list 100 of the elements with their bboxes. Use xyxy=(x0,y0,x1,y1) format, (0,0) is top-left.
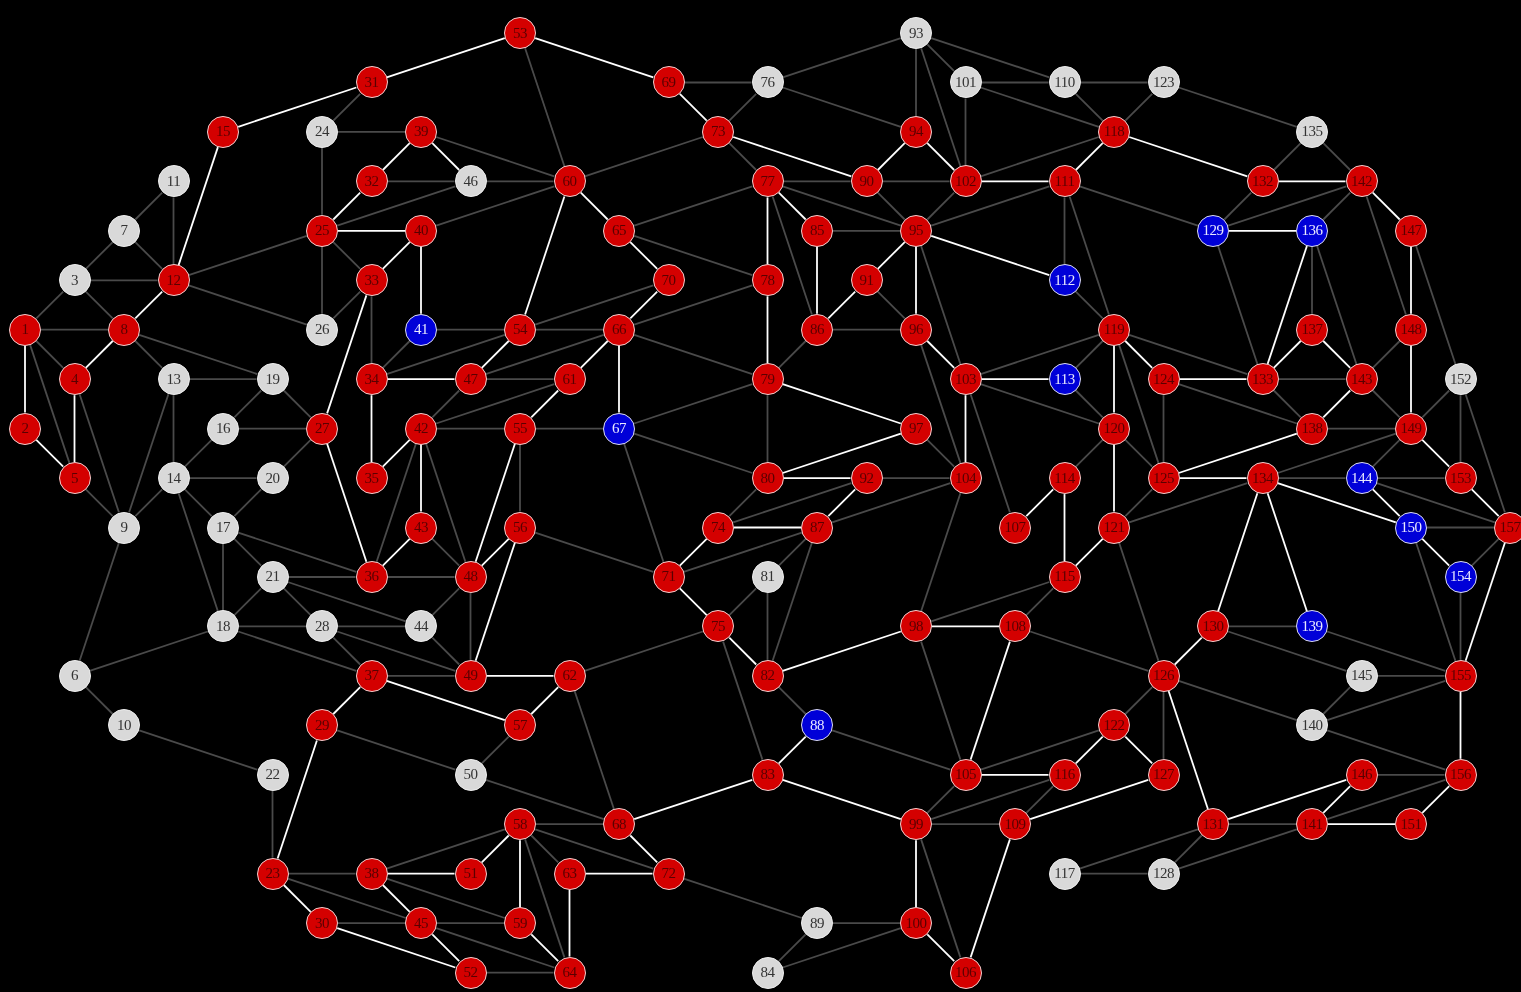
connector-line xyxy=(920,838,962,959)
connector-line xyxy=(633,333,754,375)
connector-line xyxy=(385,828,506,870)
graph-node: 37 xyxy=(355,659,388,692)
connector-line xyxy=(524,47,566,168)
graph-node: 122 xyxy=(1098,709,1130,742)
connector-line xyxy=(1124,439,1154,468)
connector-line xyxy=(969,640,1011,761)
graph-node: 31 xyxy=(355,66,388,99)
connector-line xyxy=(381,537,411,567)
connector-line xyxy=(1326,729,1447,771)
connector-line xyxy=(480,834,510,864)
connector-line xyxy=(1124,92,1154,122)
graph-node: 11 xyxy=(157,165,190,198)
connector-line xyxy=(233,537,263,567)
connector-line xyxy=(1266,245,1308,365)
graph-node: 50 xyxy=(454,758,487,791)
connector-line xyxy=(381,439,411,468)
connector-line xyxy=(286,877,407,919)
connector-line xyxy=(187,235,308,277)
connector-line xyxy=(425,442,467,563)
graph-node: 130 xyxy=(1197,610,1229,643)
graph-node: 54 xyxy=(504,313,536,346)
graph-node: 47 xyxy=(454,363,487,396)
connector-line xyxy=(431,537,461,567)
connector-line xyxy=(1124,340,1154,369)
connector-line xyxy=(177,146,219,266)
connector-line xyxy=(431,933,461,963)
connector-line xyxy=(1177,680,1298,722)
connector-line xyxy=(930,778,1051,820)
graph-node: 4 xyxy=(58,363,91,396)
connector-line xyxy=(238,625,307,628)
connector-line xyxy=(1227,778,1348,820)
connector-line xyxy=(1063,196,1066,266)
graph-node: 92 xyxy=(850,462,883,495)
connector-line xyxy=(134,241,164,270)
graph-node: 109 xyxy=(999,808,1031,841)
connector-line xyxy=(386,872,456,875)
connector-line xyxy=(1326,778,1447,820)
graph-node: 26 xyxy=(306,313,338,346)
connector-line xyxy=(337,229,406,232)
graph-node: 105 xyxy=(949,758,982,791)
connector-line xyxy=(1074,735,1104,765)
connector-line xyxy=(385,680,506,722)
graph-node: 108 xyxy=(999,610,1031,643)
connector-line xyxy=(386,378,456,381)
graph-node: 126 xyxy=(1147,659,1180,692)
graph-node: 63 xyxy=(553,857,586,890)
graph-node: 129 xyxy=(1197,214,1229,247)
graph-node: 116 xyxy=(1048,758,1081,791)
graph-node: 157 xyxy=(1494,511,1521,544)
connector-line xyxy=(618,344,620,414)
connector-line xyxy=(485,180,555,183)
connector-line xyxy=(777,191,807,221)
connector-line xyxy=(1173,834,1203,864)
connector-line xyxy=(831,482,952,524)
connector-line xyxy=(386,675,456,677)
connector-line xyxy=(1277,477,1347,479)
connector-line xyxy=(1375,482,1496,524)
connector-line xyxy=(633,383,754,425)
graph-node: 5 xyxy=(58,462,91,495)
connector-line xyxy=(1276,482,1397,524)
graph-node: 83 xyxy=(751,758,784,791)
graph-node: 132 xyxy=(1246,165,1279,198)
graph-node: 93 xyxy=(900,17,932,49)
connector-line xyxy=(1068,195,1110,316)
connector-line xyxy=(535,328,604,331)
connector-line xyxy=(187,284,308,326)
graph-node: 23 xyxy=(256,857,289,890)
connector-line xyxy=(777,933,807,963)
connector-line xyxy=(1464,541,1506,662)
connector-line xyxy=(237,630,358,672)
connector-line xyxy=(474,541,516,662)
graph-node: 147 xyxy=(1395,214,1427,247)
connector-line xyxy=(969,838,1011,959)
graph-node: 124 xyxy=(1147,363,1180,396)
connector-line xyxy=(1459,394,1462,463)
connector-line xyxy=(1029,778,1150,820)
graph-node: 152 xyxy=(1444,363,1477,396)
connector-line xyxy=(1316,245,1358,365)
connector-line xyxy=(1277,180,1347,183)
connector-line xyxy=(238,427,307,430)
connector-line xyxy=(1118,344,1160,464)
graph-node: 134 xyxy=(1246,462,1279,495)
graph-node: 48 xyxy=(454,560,487,593)
connector-line xyxy=(1162,394,1165,463)
graph-node: 135 xyxy=(1296,115,1328,148)
connector-line xyxy=(766,295,769,365)
graph-node: 60 xyxy=(553,165,586,198)
connector-line xyxy=(980,180,1050,183)
connector-line xyxy=(534,284,655,326)
connector-line xyxy=(579,191,609,221)
connector-line xyxy=(381,884,411,913)
connector-line xyxy=(1113,344,1115,414)
connector-line xyxy=(321,245,323,315)
connector-line xyxy=(336,185,457,227)
connector-line xyxy=(89,279,159,282)
connector-line xyxy=(678,92,708,122)
connector-line xyxy=(1079,81,1149,84)
graph-node: 39 xyxy=(405,115,437,148)
